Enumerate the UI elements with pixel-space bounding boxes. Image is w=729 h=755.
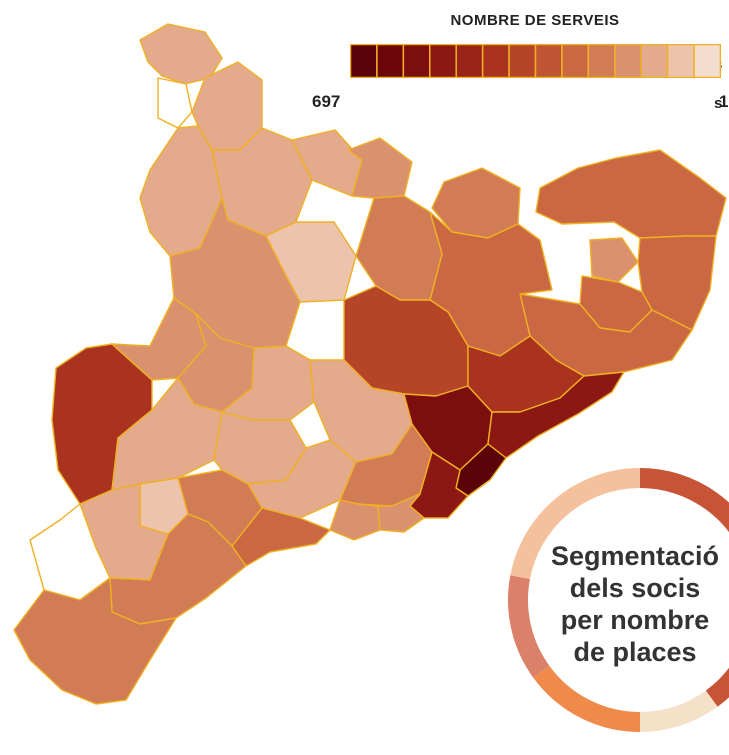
legend-scale bbox=[350, 44, 721, 78]
legend-swatch bbox=[376, 44, 405, 78]
legend-swatch bbox=[587, 44, 616, 78]
donut-segment bbox=[639, 690, 718, 732]
legend-swatch bbox=[508, 44, 537, 78]
legend-max-label: 1 bbox=[719, 92, 729, 111]
donut-label-line-2: dels socis bbox=[569, 573, 701, 603]
donut-segment bbox=[510, 468, 641, 580]
map-region bbox=[377, 493, 425, 533]
donut-segment bbox=[508, 575, 550, 678]
legend-swatch bbox=[429, 44, 457, 78]
legend-swatch bbox=[350, 44, 378, 78]
legend-swatch bbox=[614, 44, 642, 78]
map-region bbox=[589, 237, 639, 283]
catalonia-map bbox=[13, 23, 727, 705]
legend-swatch bbox=[481, 44, 510, 78]
map-region bbox=[13, 577, 177, 705]
donut-segment bbox=[639, 468, 729, 707]
map-region bbox=[157, 77, 193, 129]
map-region bbox=[329, 499, 381, 541]
donut-label-line-3: per nombre bbox=[560, 605, 710, 635]
legend-swatch bbox=[534, 44, 563, 78]
legend-title: NOMBRE DE SERVEIS bbox=[450, 12, 620, 29]
map-stage: s s NOMBRE DE SERVEIS 697 1 Segmentació … bbox=[13, 12, 729, 732]
map-region bbox=[355, 195, 443, 301]
legend-swatch bbox=[666, 44, 695, 78]
map-region bbox=[535, 149, 727, 239]
donut-chart bbox=[508, 468, 729, 732]
donut-label-line-4: de places bbox=[573, 637, 697, 667]
donut-label: Segmentació dels socis per nombre de pla… bbox=[510, 540, 729, 668]
legend-swatch bbox=[402, 44, 431, 78]
legend-swatch bbox=[640, 44, 669, 78]
region-layer bbox=[13, 23, 727, 705]
legend-min-label: 697 bbox=[312, 92, 341, 111]
legend-swatch bbox=[693, 44, 721, 78]
donut-segment bbox=[533, 665, 641, 732]
donut-label-line-1: Segmentació bbox=[550, 541, 720, 571]
sidebar-fragment-2: s bbox=[714, 95, 723, 112]
legend-swatch bbox=[561, 44, 590, 78]
legend-swatch bbox=[455, 44, 484, 78]
